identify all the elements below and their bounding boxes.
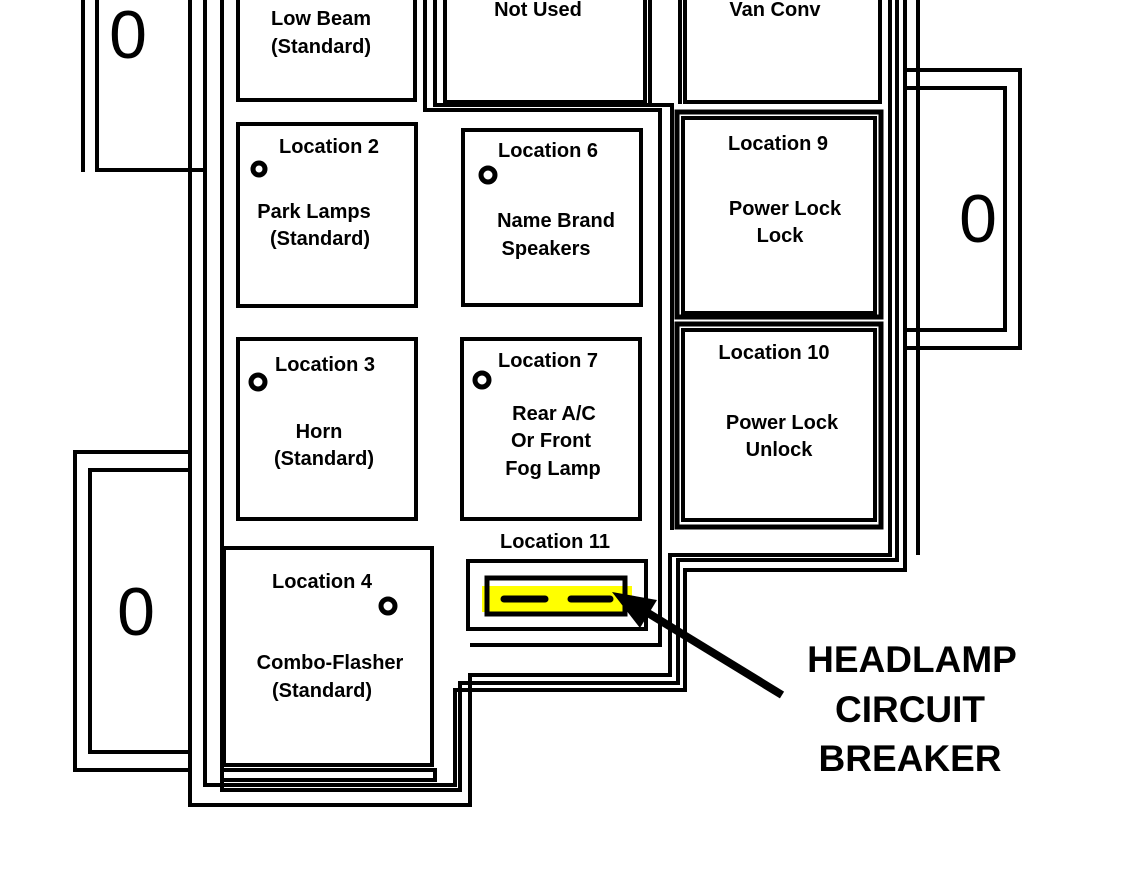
relay-location-4: Location 4 Combo-Flasher (Standard)	[222, 546, 434, 767]
relay-6-function: Name Brand	[497, 210, 615, 232]
relay-location-8: Van Conv	[683, 0, 882, 104]
relay-1-function: Low Beam	[271, 8, 371, 30]
relay-2-note: (Standard)	[270, 228, 370, 250]
relay-6-note: Speakers	[502, 238, 591, 260]
mount-hole-top-left: 0	[109, 0, 147, 73]
relay-10-name: Location 10	[718, 342, 829, 364]
relay-4-function: Combo-Flasher	[257, 652, 404, 674]
relay-frame	[423, 0, 682, 647]
mount-hole-right: 0	[959, 181, 997, 257]
relay-7-name: Location 7	[498, 350, 598, 372]
callout-line-2: CIRCUIT	[835, 689, 985, 730]
relay-10-function: Power Lock	[726, 412, 839, 434]
relay-4-terminal	[378, 596, 398, 616]
relay-7-function: Rear A/C	[512, 403, 596, 425]
relay-location-11: Location 11	[466, 531, 648, 631]
relay-3-terminal	[248, 372, 268, 392]
relay-7-note: Or Front	[511, 430, 591, 452]
callout-arrow	[612, 592, 785, 699]
relay-11-name: Location 11	[500, 531, 610, 553]
relay-9-note: Lock	[757, 225, 805, 247]
relay-location-9: Location 9 Power Lock Lock	[674, 109, 884, 320]
relay-4-name: Location 4	[272, 571, 373, 593]
relay-location-10: Location 10 Power Lock Unlock	[674, 321, 884, 530]
relay-6-terminal	[478, 165, 498, 185]
relay-2-name: Location 2	[279, 136, 379, 158]
relay-9-function: Power Lock	[729, 198, 842, 220]
relay-4-note: (Standard)	[272, 680, 372, 702]
mount-hole-bottom-left: 0	[117, 574, 155, 650]
relay-1-note: (Standard)	[271, 36, 371, 58]
callout-line-1: HEADLAMP	[807, 639, 1017, 680]
relay-location-6: Location 6 Name Brand Speakers	[461, 128, 643, 307]
relay-location-1: Low Beam (Standard)	[236, 0, 417, 102]
relay-3-function: Horn	[296, 421, 343, 443]
relay-6-name: Location 6	[498, 140, 598, 162]
relay-8-function: Van Conv	[729, 0, 821, 21]
relay-5-function: Not Used	[494, 0, 582, 21]
relay-3-note: (Standard)	[274, 448, 374, 470]
relay-7-terminal	[472, 370, 492, 390]
relay-10-note: Unlock	[746, 439, 814, 461]
relay-location-3: Location 3 Horn (Standard)	[236, 337, 418, 521]
relay-9-name: Location 9	[728, 133, 828, 155]
relay-location-2: Location 2 Park Lamps (Standard)	[236, 122, 418, 308]
callout-line-3: BREAKER	[819, 738, 1002, 779]
relay-location-7: Location 7 Rear A/C Or Front Fog Lamp	[460, 337, 642, 521]
relay-location-5: Not Used	[443, 0, 647, 104]
relay-3-name: Location 3	[275, 354, 375, 376]
relay-2-function: Park Lamps	[257, 201, 370, 223]
housing-outline	[73, 0, 1022, 807]
headlamp-breaker-callout: HEADLAMP CIRCUIT BREAKER	[807, 639, 1017, 779]
relay-2-terminal	[250, 160, 268, 178]
relay-7-note2: Fog Lamp	[505, 458, 601, 480]
